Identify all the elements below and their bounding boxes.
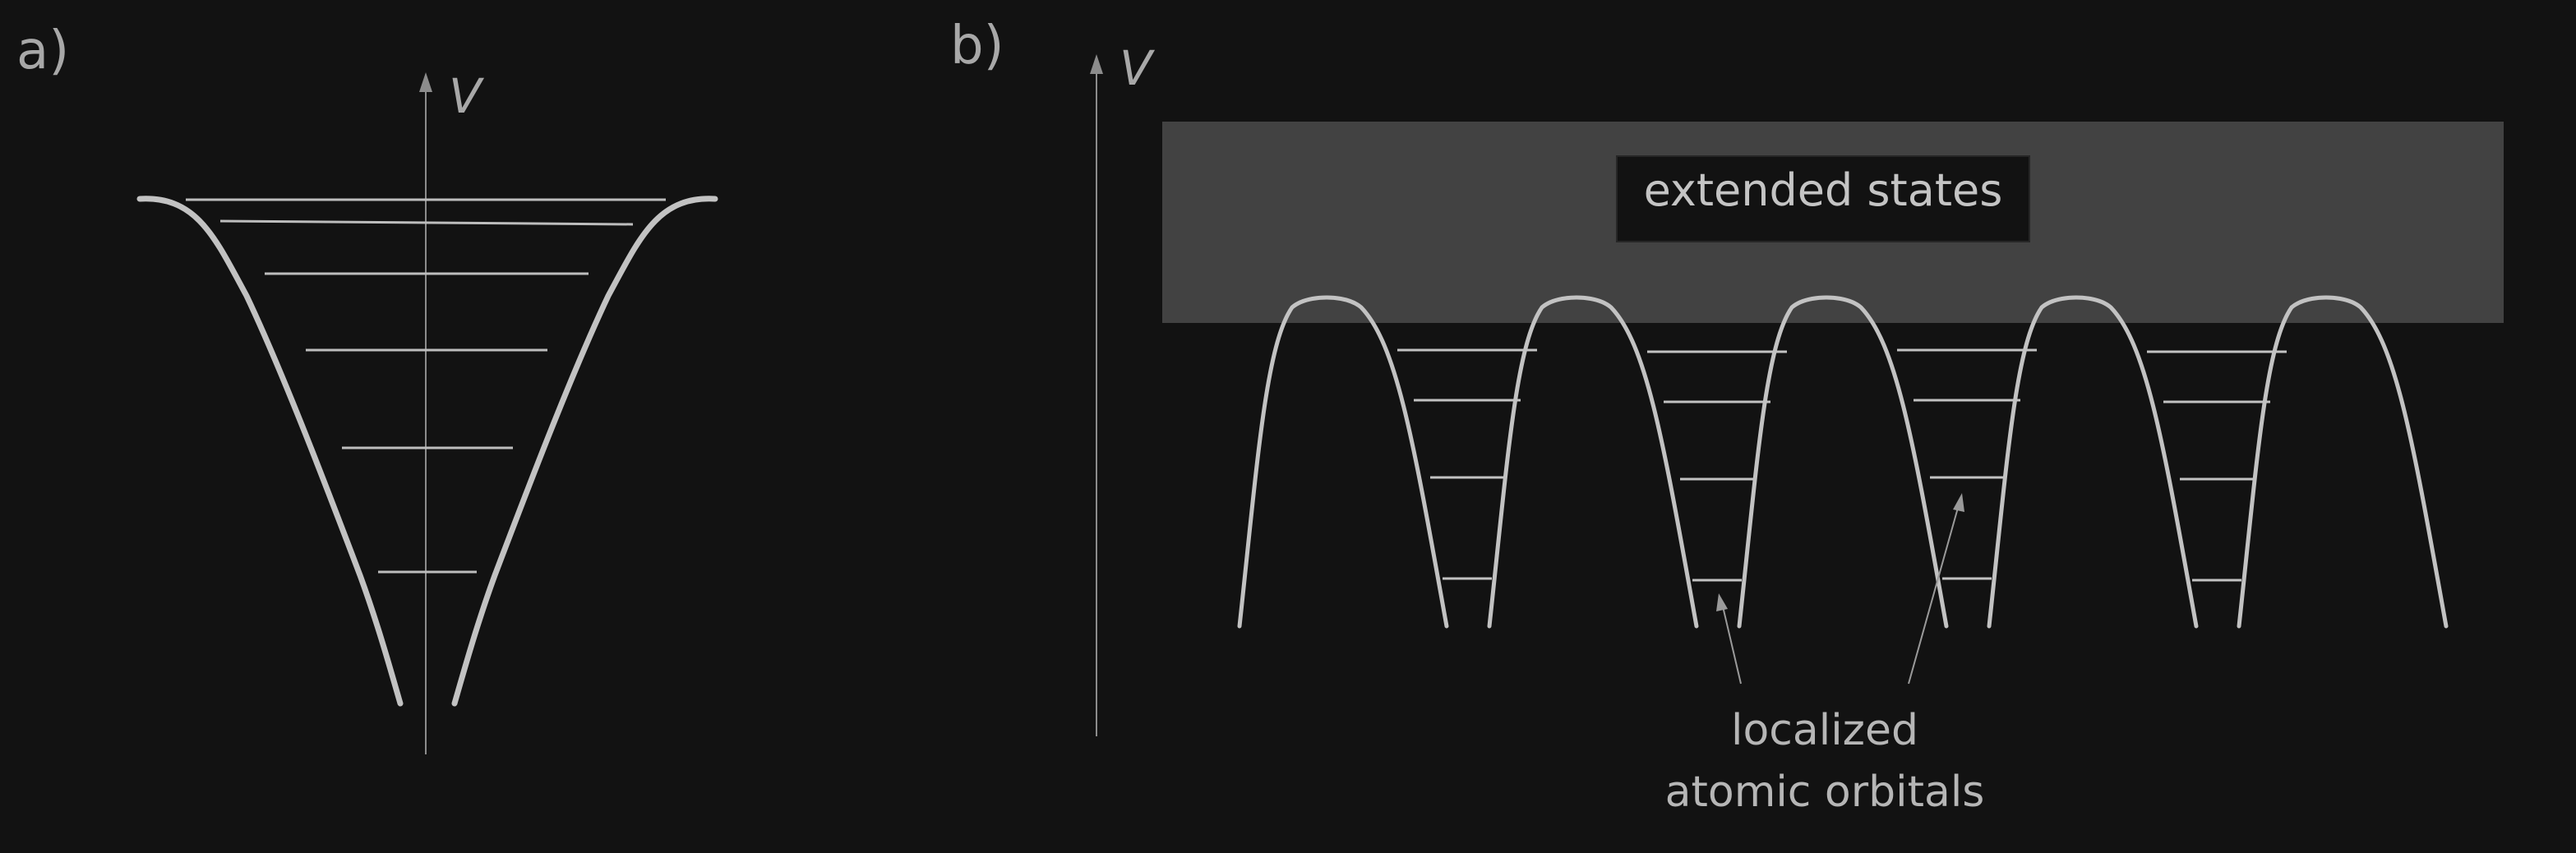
potential-barrier [1987, 295, 2199, 629]
panel-a-axis-arrowhead [419, 72, 432, 92]
panel-a-graphic [136, 72, 718, 754]
annotation-arrow-right-shaft [1908, 507, 1959, 685]
band-label-box [1616, 155, 2030, 242]
panel-b-axis-label: V [1119, 40, 1152, 96]
annotation-line-2: atomic orbitals [1664, 768, 1985, 818]
potential-barrier [2237, 295, 2449, 629]
potential-barrier [1487, 295, 1699, 629]
potential-barrier [1737, 295, 1949, 629]
annotation-arrow-right-head [1953, 493, 1964, 512]
potential-barrier [1237, 295, 1449, 629]
annotation-text: localized atomic orbitals [1603, 700, 2047, 824]
panel-a-well-right [451, 196, 718, 707]
band-label: extended states [1643, 164, 2003, 216]
panel-a-label: a) [16, 21, 70, 81]
annotation-arrow-left-shaft [1722, 606, 1742, 685]
annotation-line-1: localized [1731, 706, 1918, 755]
periodic-potential [1237, 295, 2449, 629]
panel-a-energy-level [219, 219, 634, 226]
annotation-arrow-left-head [1716, 593, 1728, 611]
panel-a-well-left [136, 196, 404, 707]
panel-b-label: b) [950, 16, 1004, 76]
panel-b-energy-levels [1397, 348, 2287, 582]
panel-a-axis-label: V [449, 68, 482, 124]
panel-b-axis-arrowhead [1090, 54, 1103, 74]
